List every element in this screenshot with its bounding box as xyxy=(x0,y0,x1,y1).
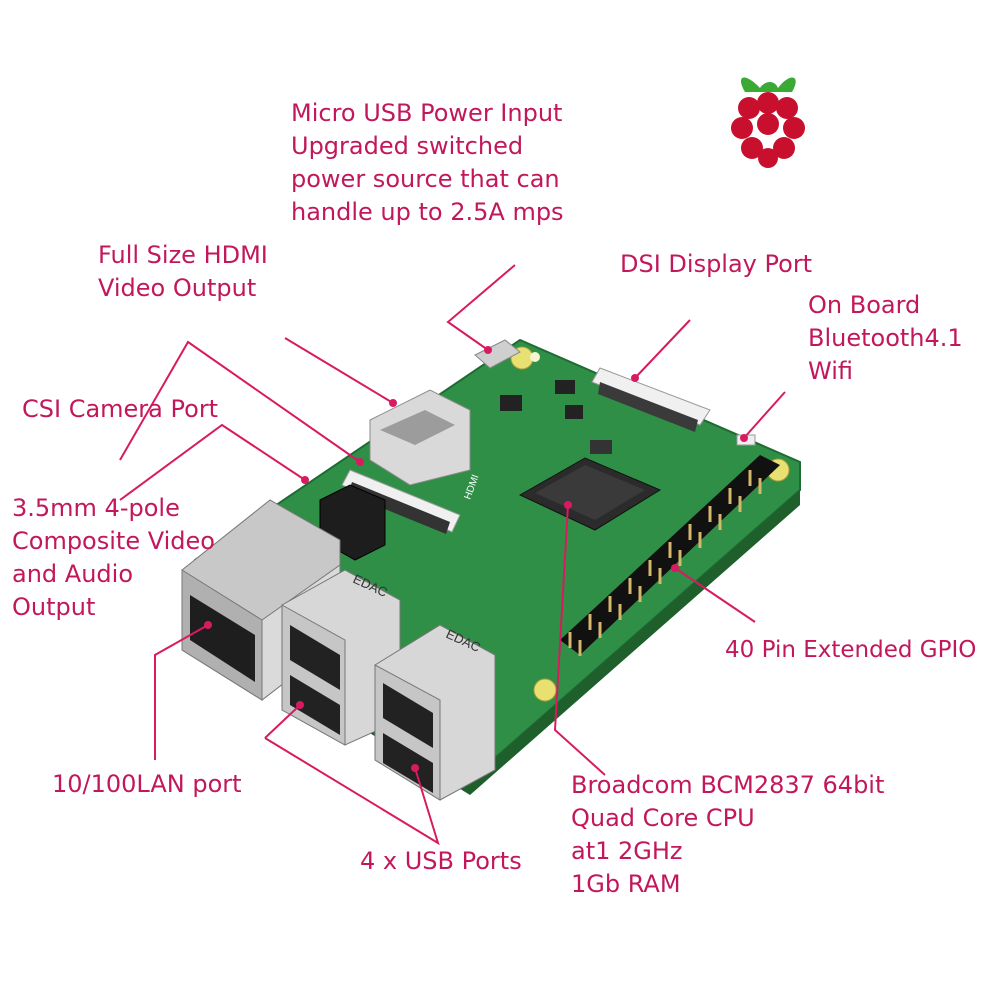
label-usb-power: Micro USB Power Input Upgraded switched … xyxy=(291,97,564,229)
leader-endpoint xyxy=(204,621,212,629)
label-line: 10/100LAN port xyxy=(52,770,242,798)
leader-endpoint xyxy=(356,458,364,466)
small-ic xyxy=(565,405,583,419)
usb-stack-1: EDAC xyxy=(281,569,401,746)
label-line: handle up to 2.5A mps xyxy=(291,198,564,226)
label-line: Wifi xyxy=(808,357,853,385)
label-line: CSI Camera Port xyxy=(22,395,219,423)
leader-endpoint xyxy=(740,434,748,442)
label-line: at1 2GHz xyxy=(571,837,683,865)
label-line: On Board xyxy=(808,291,921,319)
label-line: and Audio xyxy=(12,560,133,588)
micro-usb-connector xyxy=(474,339,521,369)
leader-lan xyxy=(154,624,209,760)
label-line: Bluetooth4.1 xyxy=(808,324,963,352)
leader-endpoint xyxy=(631,374,639,382)
label-line: Full Size HDMI xyxy=(98,241,268,269)
label-line: Broadcom BCM2837 64bit xyxy=(571,771,885,799)
label-line: 40 Pin Extended GPIO xyxy=(725,637,977,663)
label-audio: 3.5mm 4-pole Composite Video and Audio O… xyxy=(12,492,215,624)
label-line: 3.5mm 4-pole xyxy=(12,494,180,522)
label-cpu: Broadcom BCM2837 64bit Quad Core CPU at1… xyxy=(571,769,884,901)
mounting-hole xyxy=(533,678,557,702)
dsi-connector xyxy=(591,367,711,426)
label-line: Quad Core CPU xyxy=(571,804,755,832)
leader-endpoint xyxy=(671,564,679,572)
leader-usb-power xyxy=(446,264,516,351)
label-line: 1Gb RAM xyxy=(571,870,681,898)
label-line: Micro USB Power Input xyxy=(291,99,563,127)
label-dsi: DSI Display Port xyxy=(620,248,812,281)
leader-usb-ports xyxy=(264,704,301,739)
leader-csi xyxy=(119,340,361,463)
leader-endpoint xyxy=(389,399,397,407)
label-line: Upgraded switched xyxy=(291,132,524,160)
leader-endpoint xyxy=(301,476,309,484)
label-line: Output xyxy=(12,593,96,621)
label-hdmi: Full Size HDMI Video Output xyxy=(98,239,268,305)
label-csi: CSI Camera Port xyxy=(22,393,218,426)
label-line: 4 x USB Ports xyxy=(360,847,522,875)
label-wireless: On Board Bluetooth4.1 Wifi xyxy=(808,289,963,388)
label-usb-ports: 4 x USB Ports xyxy=(360,845,522,878)
raspberry-pi-logo xyxy=(731,77,805,168)
leader-wireless xyxy=(743,391,786,439)
gpio-header xyxy=(560,455,780,656)
small-ic xyxy=(555,380,575,394)
label-gpio: 40 Pin Extended GPIO xyxy=(725,634,976,667)
small-ic xyxy=(590,440,612,454)
mounting-hole xyxy=(530,352,540,362)
leader-endpoint xyxy=(564,501,572,509)
label-line: Video Output xyxy=(98,274,257,302)
leader-usb-ports-2 xyxy=(264,737,440,846)
leader-hdmi xyxy=(284,337,394,404)
leader-gpio xyxy=(674,567,756,623)
leader-endpoint xyxy=(484,346,492,354)
leader-dsi xyxy=(634,319,691,379)
leader-endpoint xyxy=(296,701,304,709)
leader-cpu xyxy=(553,504,606,776)
label-line: DSI Display Port xyxy=(620,250,813,278)
leader-audio xyxy=(119,423,306,501)
usb-stack-2: EDAC xyxy=(374,624,496,801)
leader-endpoint xyxy=(411,764,419,772)
label-line: Composite Video xyxy=(12,527,215,555)
label-line: power source that can xyxy=(291,165,560,193)
small-ic xyxy=(500,395,522,411)
label-lan: 10/100LAN port xyxy=(52,768,242,801)
